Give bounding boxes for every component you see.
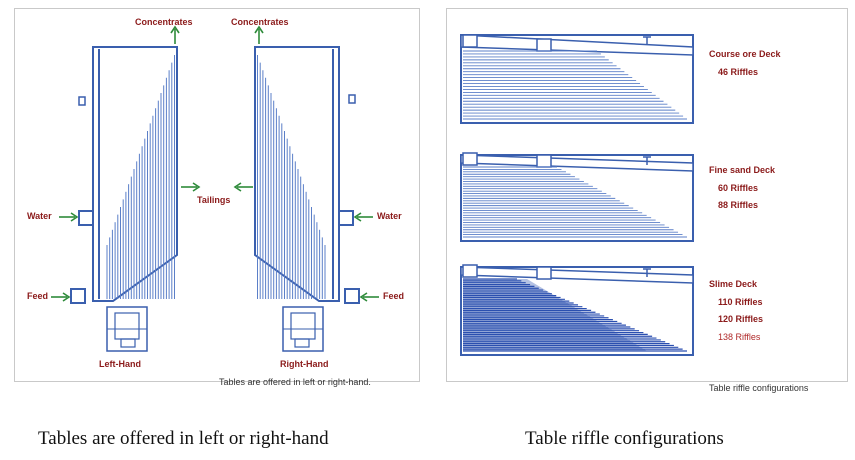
flow-arrows [51,25,379,302]
slime-deck [460,264,694,356]
right-panel-caption: Table riffle configurations [709,383,809,393]
deck-riffle-diagram [460,34,694,356]
water-label-right: Water [377,211,402,221]
riffle-configurations-panel: Course ore Deck 46 Riffles Fine sand Dec… [446,8,848,393]
slime-dense-fill [463,279,647,351]
left-caption: Tables are offered in left or right-hand [38,428,329,449]
deck-name-fine-sand: Fine sand Deck [709,165,776,175]
riffle-count: 110 Riffles [718,297,763,307]
left-water-inlet [78,210,94,226]
feed-arrow-left [51,292,71,302]
left-hand-right-hand-panel: Concentrates Concentrates Tailings Water… [14,8,420,387]
right-table-riffles [257,55,326,299]
right-drive-mechanism [282,306,324,352]
water-arrow-right [353,212,373,222]
left-table-riffles [106,55,175,299]
riffle-count: 120 Riffles [718,314,764,324]
water-label-left: Water [27,211,52,221]
riffle-count: 46 Riffles [718,67,759,77]
course-ore-deck [460,34,694,124]
concentrates-label-right: Concentrates [231,17,289,27]
right-feed-inlet [344,288,360,304]
concentrates-arrow-right [254,25,264,44]
right-side-bracket [348,94,356,104]
slime-riffles [463,278,687,352]
left-drive-mechanism [106,306,148,352]
water-arrow-left [59,212,79,222]
fine-sand-riffles [463,166,687,238]
right-water-inlet [338,210,354,226]
riffle-count: 60 Riffles [718,183,759,193]
concentrates-arrow-left [170,25,180,44]
feed-arrow-right [359,292,379,302]
feed-label-right: Feed [383,291,405,301]
tailings-arrow-right [233,182,253,192]
right-caption: Table riffle configurations [525,428,724,449]
feed-label-left: Feed [27,291,49,301]
tailings-label: Tailings [197,195,231,205]
right-hand-table [254,46,360,352]
shaking-tables-diagram [51,25,379,352]
riffle-count: 88 Riffles [718,200,759,210]
left-table-deck [92,46,178,302]
left-panel-caption: Tables are offered in left or right-hand… [219,377,371,387]
right-hand-label: Right-Hand [280,359,329,369]
course-ore-riffles [463,50,687,120]
deck-name-course-ore: Course ore Deck [709,49,781,59]
riffle-count: 138 Riffles [718,332,761,342]
left-hand-table [70,46,178,352]
right-table-deck [254,46,340,302]
fine-sand-deck [460,152,694,242]
concentrates-label-left: Concentrates [135,17,193,27]
deck-name-slime: Slime Deck [709,279,758,289]
left-feed-inlet [70,288,86,304]
left-hand-label: Left-Hand [99,359,141,369]
tailings-arrow-left [181,182,201,192]
left-side-bracket [78,96,86,106]
